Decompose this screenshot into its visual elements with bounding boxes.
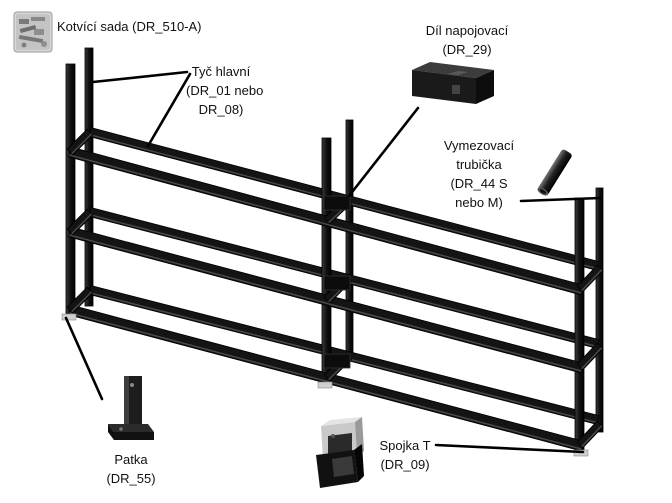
label-spacer-tube-line-1: Vymezovací bbox=[443, 138, 515, 153]
label-foot-line-2: (DR_55) bbox=[106, 471, 156, 486]
leader-main-bar-to-rail bbox=[146, 72, 192, 148]
rail-front-2-highlight bbox=[69, 234, 582, 372]
spacer-tube-icon bbox=[537, 149, 572, 196]
depth-connector-8 bbox=[576, 342, 604, 371]
post-right-front bbox=[574, 197, 585, 453]
anchor-kit-bag-icon bbox=[13, 11, 53, 53]
foot-plate-1 bbox=[61, 313, 77, 321]
depth-connector-7 bbox=[576, 264, 604, 293]
post-middle-front bbox=[321, 137, 332, 385]
joint-block-2 bbox=[323, 275, 351, 291]
leader-main-bar-to-post bbox=[91, 70, 189, 84]
depth-connector-8-highlight bbox=[581, 347, 603, 370]
depth-connector-3 bbox=[66, 286, 94, 314]
label-spacer-tube-line-4: nebo M) bbox=[455, 195, 503, 210]
label-spacer-tube: Vymezovací trubička (DR_44 S nebo M) bbox=[432, 136, 526, 212]
depth-connector-1 bbox=[66, 128, 94, 156]
label-main-bar-line-3: DR_08) bbox=[198, 102, 244, 117]
label-t-joint: Spojka T (DR_09) bbox=[372, 436, 438, 474]
joint-block-3 bbox=[323, 353, 351, 369]
label-spacer-tube-line-2: trubička bbox=[456, 157, 502, 172]
leader-t-joint bbox=[434, 443, 585, 454]
label-main-bar-line-1: Tyč hlavní bbox=[191, 64, 251, 79]
leader-connector bbox=[347, 106, 420, 198]
label-main-bar: Tyč hlavní (DR_01 nebo DR_08) bbox=[186, 62, 264, 119]
connector-block-icon bbox=[412, 62, 494, 104]
depth-connector-1-highlight bbox=[71, 133, 93, 155]
depth-connector-2-highlight bbox=[71, 213, 93, 235]
leader-lines bbox=[64, 70, 602, 454]
t-joint-icon bbox=[316, 417, 364, 488]
leader-foot bbox=[64, 316, 104, 401]
rail-front-1-highlight bbox=[69, 154, 582, 294]
foot-bracket-icon bbox=[108, 376, 154, 440]
rack-frame bbox=[61, 47, 604, 457]
joint-block-1 bbox=[323, 195, 351, 211]
depth-connector-7-highlight bbox=[581, 269, 603, 292]
label-spacer-tube-line-3: (DR_44 S bbox=[450, 176, 508, 191]
label-anchor-kit: Kotvící sada (DR_510-A) bbox=[57, 19, 202, 34]
label-t-joint-line-2: (DR_09) bbox=[380, 457, 430, 472]
post-middle-back bbox=[345, 119, 354, 361]
depth-connector-3-highlight bbox=[71, 291, 93, 313]
label-connector-line-2: (DR_29) bbox=[442, 42, 492, 57]
label-foot-line-1: Patka bbox=[114, 452, 148, 467]
label-foot: Patka (DR_55) bbox=[96, 450, 166, 488]
depth-connector-2 bbox=[66, 208, 94, 236]
leader-spacer bbox=[519, 196, 602, 203]
label-connector: Díl napojovací (DR_29) bbox=[420, 21, 514, 59]
post-left-front bbox=[65, 63, 76, 317]
label-main-bar-line-2: (DR_01 nebo bbox=[186, 83, 264, 98]
post-left-back bbox=[84, 47, 94, 307]
depth-connector-9-highlight bbox=[581, 425, 603, 448]
depth-connector-9 bbox=[576, 420, 604, 449]
label-t-joint-line-1: Spojka T bbox=[379, 438, 431, 453]
foot-plate-2 bbox=[317, 381, 333, 389]
rail-front-3-highlight bbox=[69, 312, 582, 450]
label-connector-line-1: Díl napojovací bbox=[425, 23, 509, 38]
post-right-back bbox=[595, 187, 604, 433]
